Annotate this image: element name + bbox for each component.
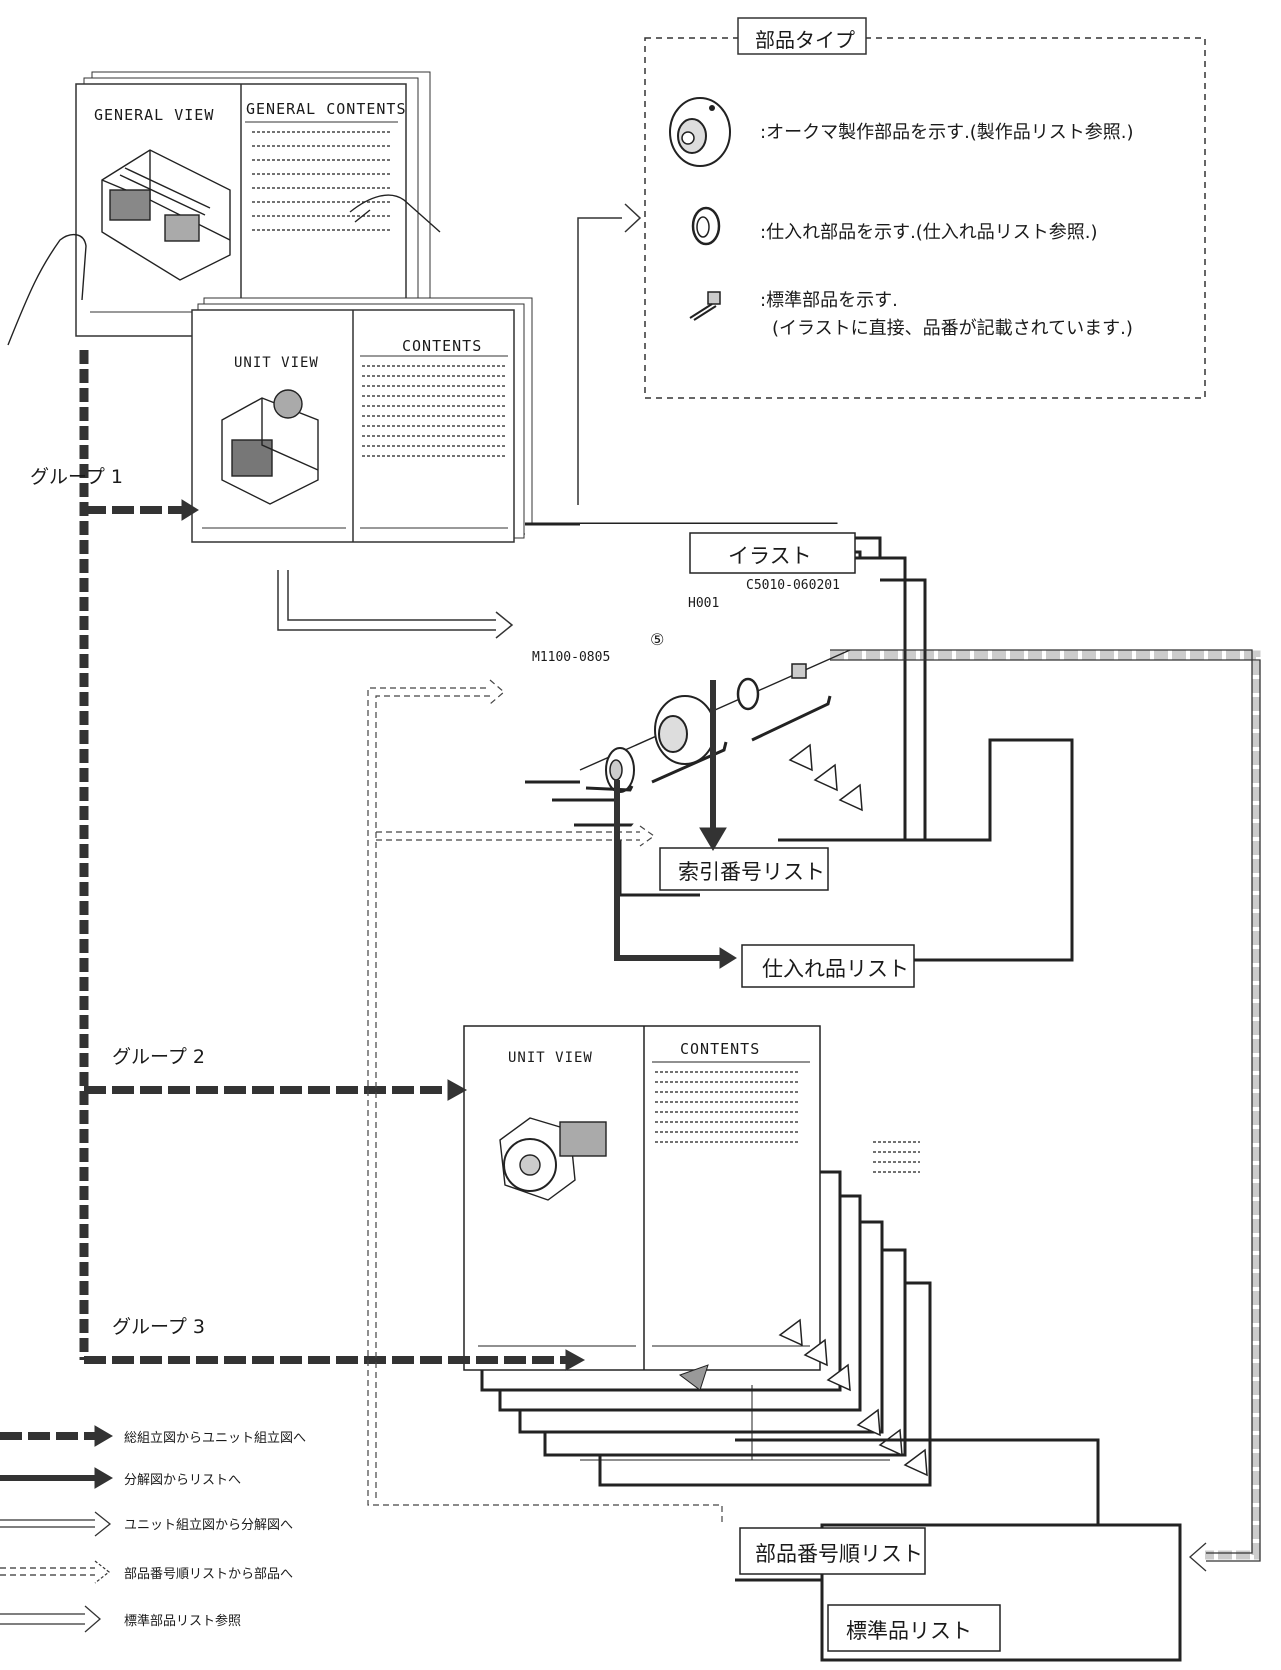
unit-book-1 bbox=[191, 297, 533, 543]
manufactured-part-text: :オークマ製作部品を示す.(製作品リスト参照.) bbox=[760, 122, 1134, 143]
parts-type-box bbox=[644, 37, 1206, 399]
unit-view-title-1: UNIT VIEW bbox=[234, 355, 319, 371]
parts-type-title-box bbox=[737, 17, 867, 55]
group-3-label: グループ 3 bbox=[112, 1316, 205, 1338]
purchased-list-box bbox=[741, 944, 915, 988]
purchased-part-text: :仕入れ部品を示す.(仕入れ品リスト参照.) bbox=[760, 222, 1098, 243]
contents-title-2: CONTENTS bbox=[680, 1040, 761, 1058]
unit-view-title-2: UNIT VIEW bbox=[508, 1050, 593, 1066]
part-label-h001: H001 bbox=[688, 596, 720, 611]
unit-book-2-stack bbox=[463, 1025, 932, 1487]
group-2-label: グループ 2 bbox=[112, 1046, 205, 1068]
open-arrows bbox=[277, 203, 642, 639]
thin-dashed-lines bbox=[367, 679, 723, 1522]
part-label-m1100: M1100-0805 bbox=[532, 650, 611, 665]
part-number-list-label: 部品番号順リスト bbox=[755, 1542, 923, 1566]
part-number-list-box bbox=[739, 1527, 926, 1575]
legend-text-3: ユニット組立図から分解図へ bbox=[124, 1518, 294, 1533]
standard-part-icon bbox=[689, 291, 721, 321]
illustration-title: イラスト bbox=[728, 544, 812, 568]
manufactured-part-icon bbox=[669, 97, 731, 167]
index-list-label: 索引番号リスト bbox=[678, 860, 825, 884]
standard-list-box bbox=[827, 1604, 1001, 1652]
standard-part-note: (イラストに直接、品番が記載されています.) bbox=[772, 318, 1133, 339]
general-view-title: GENERAL VIEW bbox=[94, 106, 215, 124]
group-spine bbox=[79, 350, 586, 1371]
contents-title-1: CONTENTS bbox=[402, 337, 483, 355]
legend-text-4: 部品番号順リストから部品へ bbox=[124, 1567, 294, 1582]
legend-text-2: 分解図からリストへ bbox=[124, 1473, 242, 1488]
standard-part-text: :標準部品を示す. bbox=[760, 290, 898, 311]
standard-list-label: 標準品リスト bbox=[846, 1619, 972, 1643]
chain-squares-line bbox=[830, 649, 1261, 1572]
parts-type-title: 部品タイプ bbox=[755, 28, 855, 52]
part-label-5: ⑤ bbox=[650, 630, 665, 649]
group-1-label: グループ 1 bbox=[30, 466, 123, 488]
general-contents-title: GENERAL CONTENTS bbox=[246, 100, 407, 118]
legend-strokes bbox=[0, 1425, 113, 1633]
purchased-list-label: 仕入れ品リスト bbox=[762, 957, 909, 981]
purchased-part-icon bbox=[691, 206, 721, 246]
legend-text-1: 総組立図からユニット組立図へ bbox=[124, 1431, 307, 1446]
illustration-stack bbox=[525, 522, 1074, 962]
part-label-c5010: C5010-060201 bbox=[746, 578, 840, 593]
index-list-box bbox=[659, 847, 829, 891]
double-solid-arrows bbox=[614, 680, 737, 969]
legend-text-5: 標準部品リスト参照 bbox=[124, 1614, 242, 1629]
